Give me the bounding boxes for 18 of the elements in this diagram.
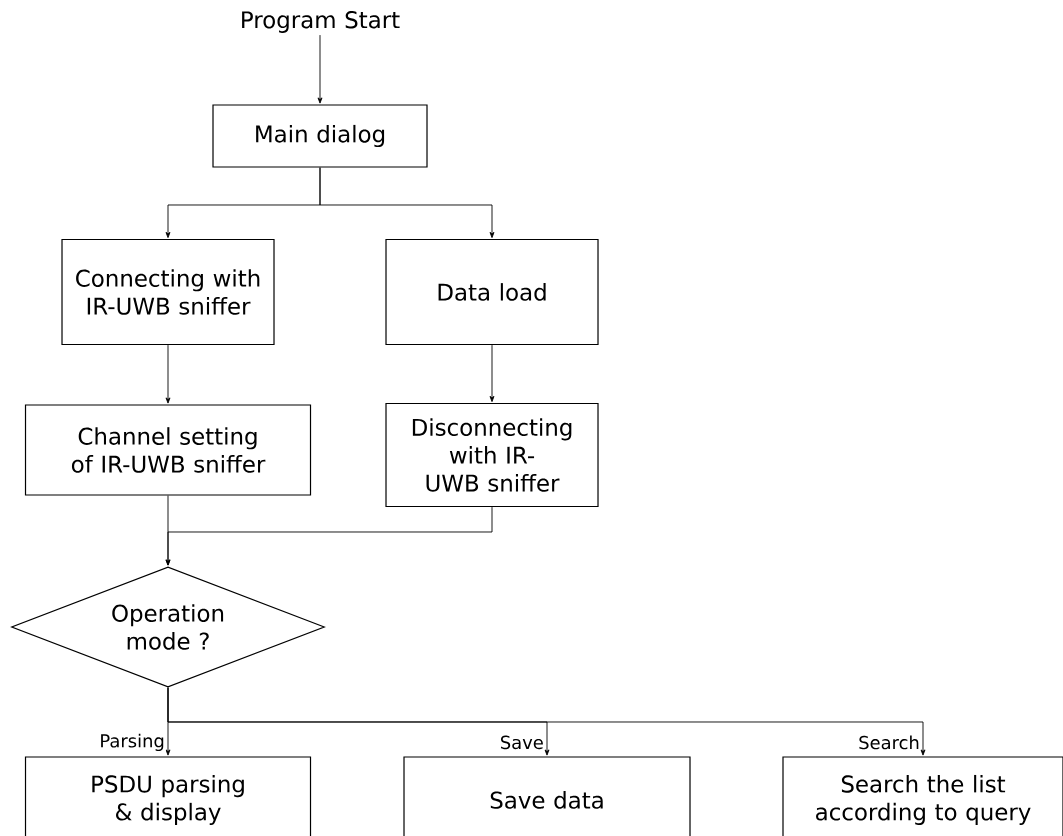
arrow — [319, 167, 495, 239]
edge-label: Search — [857, 734, 921, 751]
arrow — [489, 344, 495, 403]
start-label: Program Start — [242, 11, 400, 33]
process-box: Data load — [385, 238, 599, 346]
process-box: Connecting with IR-UWB sniffer — [61, 238, 275, 346]
process-box: Save data — [403, 756, 691, 836]
process-box: Channel setting of IR-UWB sniffer — [24, 404, 312, 496]
edge-label: Save — [498, 734, 545, 751]
process-box: Search the list according to query — [782, 756, 1063, 836]
arrow — [167, 687, 926, 756]
arrow — [165, 506, 493, 566]
edge-label: Parsing — [98, 732, 166, 753]
arrow — [317, 34, 323, 104]
process-box: Disconnecting with IR-UWB sniffer — [385, 402, 599, 508]
process-box: PSDU parsing & display — [24, 756, 312, 836]
process-box: Main dialog — [212, 104, 428, 168]
arrow — [165, 344, 171, 404]
